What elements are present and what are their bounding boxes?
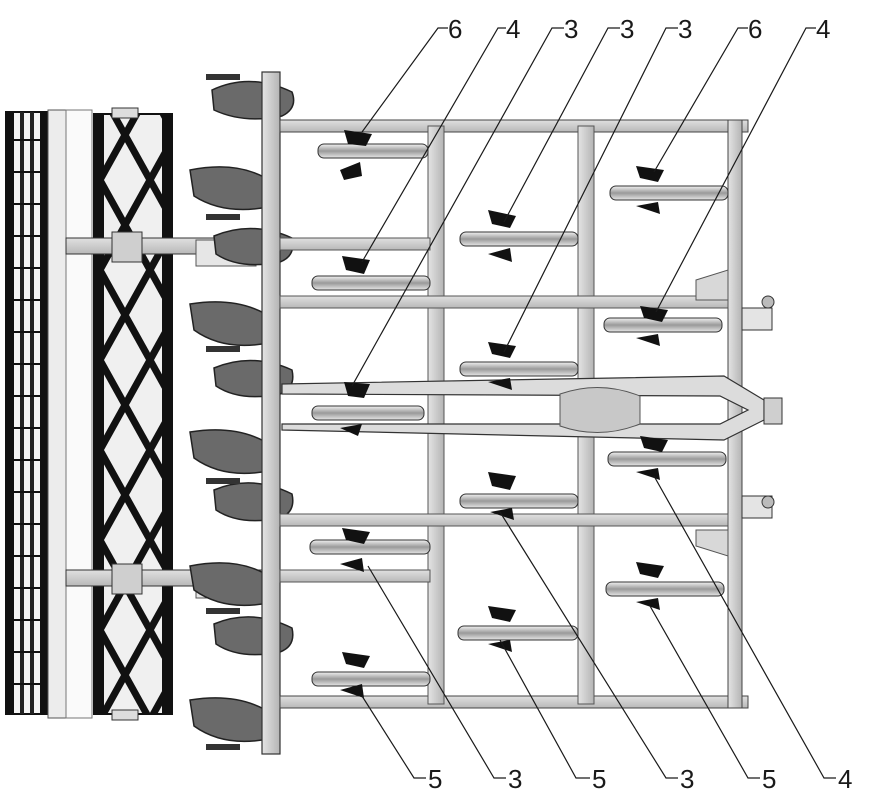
cage-roller-left (5, 109, 93, 719)
tine-assembly (457, 606, 579, 652)
tine-assembly (609, 166, 729, 214)
label-6: 6 (748, 14, 762, 44)
bottom-labels: 5 3 5 3 5 4 (428, 764, 852, 794)
tine-assembly (459, 342, 579, 390)
tine-assemblies (309, 130, 729, 698)
tine-assembly (317, 130, 429, 180)
tine-assembly (309, 528, 431, 572)
label-3: 3 (680, 764, 694, 794)
label-6: 6 (448, 14, 462, 44)
top-labels: 6 4 3 3 3 6 4 (448, 14, 830, 44)
label-5: 5 (762, 764, 776, 794)
label-3: 3 (564, 14, 578, 44)
tine-assembly (311, 382, 425, 436)
tine-assembly (311, 652, 431, 698)
main-frame (261, 71, 783, 755)
label-4: 4 (506, 14, 520, 44)
label-5: 5 (592, 764, 606, 794)
label-3: 3 (678, 14, 692, 44)
leader-lines (351, 27, 836, 779)
tine-assembly (311, 256, 431, 291)
tine-assembly (459, 210, 579, 262)
tine-assembly (603, 306, 723, 346)
tine-assembly (607, 436, 727, 480)
label-4: 4 (838, 764, 852, 794)
tine-assembly (459, 472, 579, 520)
label-3: 3 (508, 764, 522, 794)
label-4: 4 (816, 14, 830, 44)
spiral-roller (93, 107, 173, 721)
label-5: 5 (428, 764, 442, 794)
label-3: 3 (620, 14, 634, 44)
disc-arms (206, 74, 240, 750)
tine-assembly (605, 562, 725, 610)
